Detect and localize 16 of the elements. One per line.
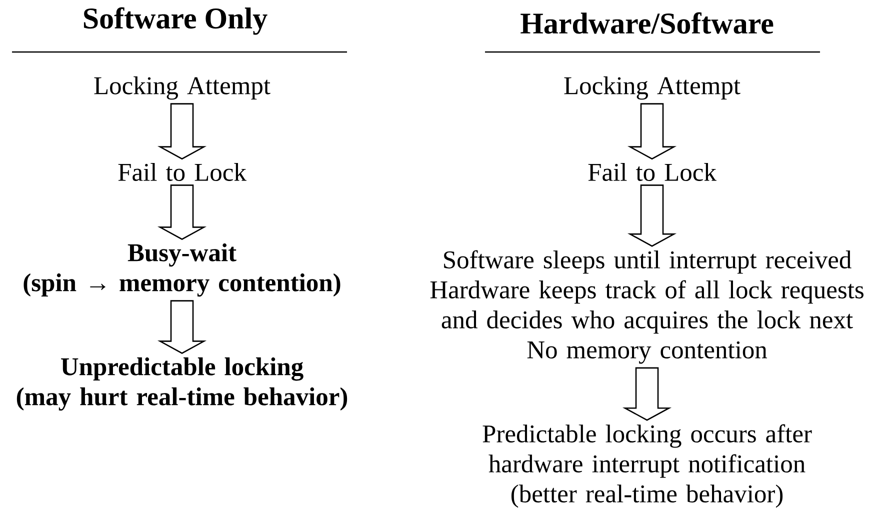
heading: Hardware/Software: [520, 12, 774, 34]
heading: Software Only: [84, 7, 268, 35]
block-arrow: [157, 103, 207, 160]
step-text: Locking Attempt: [564, 76, 740, 100]
block-arrow: [157, 184, 207, 240]
step-text: Predictable locking occurs after hardware interrupt notification (better real-time behavior): [482, 424, 812, 508]
block-arrow: [627, 184, 677, 247]
step-text: Fail to Lock: [588, 163, 716, 181]
block-arrow: [622, 367, 672, 421]
step-text: Fail to Lock: [118, 163, 246, 181]
block-arrow: [627, 103, 677, 160]
step-text: Unpredictable locking (may hurt real-time behavior): [16, 357, 348, 411]
step-text: Busy-wait (spin → memory contention): [24, 243, 340, 297]
step-text: Locking Attempt: [94, 76, 270, 100]
block-arrow: [157, 300, 207, 354]
step-text: Software sleeps until interrupt received Hardware keeps track of all lock requests and decides who acquires the lock next No memory contention: [430, 250, 864, 364]
